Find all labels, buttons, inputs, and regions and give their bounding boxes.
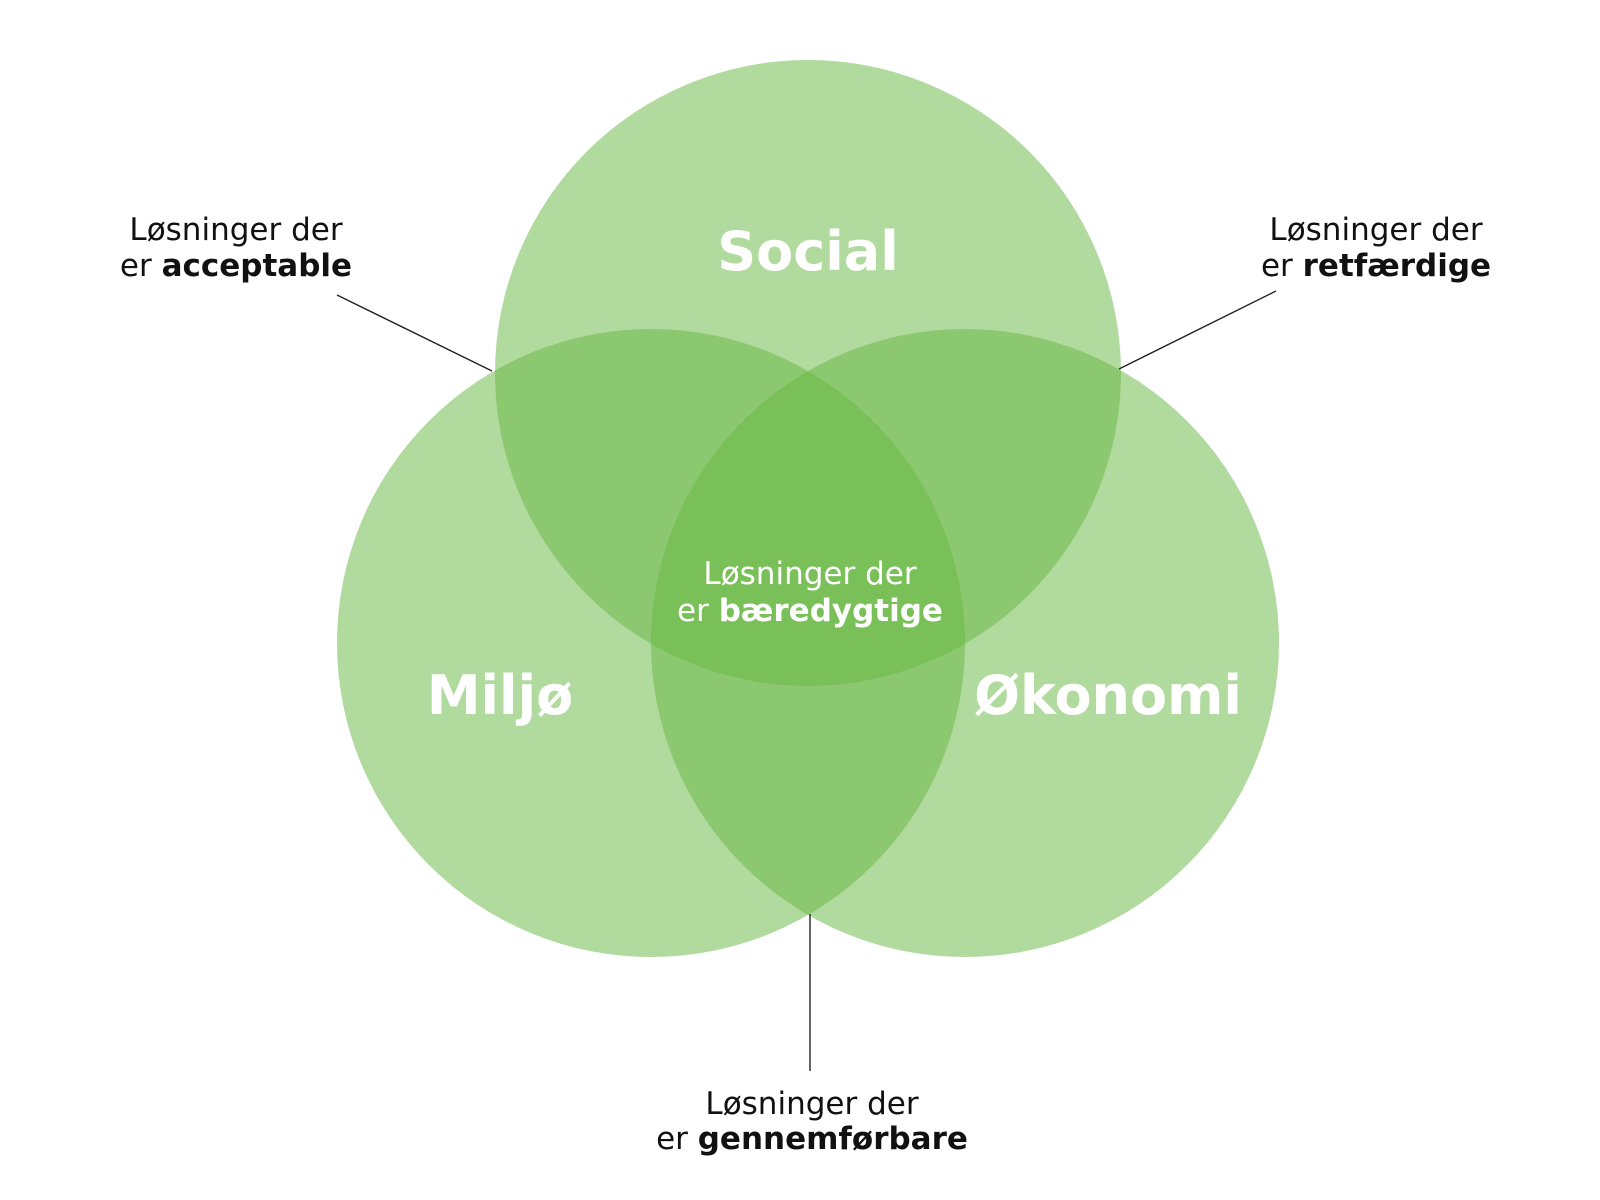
annotation-acceptable-emphasis: acceptable <box>162 248 352 284</box>
annotation-gennemforbare-prefix: er <box>656 1121 698 1157</box>
annotation-acceptable-line2: er acceptable <box>120 248 352 284</box>
okonomi-circle <box>651 329 1279 957</box>
annotation-gennemforbare-emphasis: gennemførbare <box>698 1121 968 1157</box>
leader-line-acceptable <box>336 294 493 372</box>
social-label: Social <box>717 220 898 283</box>
okonomi-label: Økonomi <box>974 664 1242 727</box>
leader-line-retfaerdige <box>1118 290 1277 370</box>
annotation-acceptable-prefix: er <box>120 248 162 284</box>
center-intersection-prefix: er <box>677 593 719 629</box>
annotation-gennemforbare-line1: Løsninger der <box>705 1086 918 1122</box>
annotation-acceptable-line1: Løsninger der <box>129 212 342 248</box>
annotation-retfaerdige-emphasis: retfærdige <box>1303 248 1491 284</box>
annotation-retfaerdige-line1: Løsninger der <box>1269 212 1482 248</box>
center-intersection-line1: Løsninger der <box>703 556 916 592</box>
miljo-label: Miljø <box>427 664 573 727</box>
annotation-retfaerdige-line2: er retfærdige <box>1261 248 1491 284</box>
annotation-retfaerdige-prefix: er <box>1261 248 1303 284</box>
center-intersection-line2: er bæredygtige <box>677 593 943 629</box>
center-intersection-emphasis: bæredygtige <box>719 593 943 629</box>
annotation-gennemforbare-line2: er gennemførbare <box>656 1121 968 1157</box>
